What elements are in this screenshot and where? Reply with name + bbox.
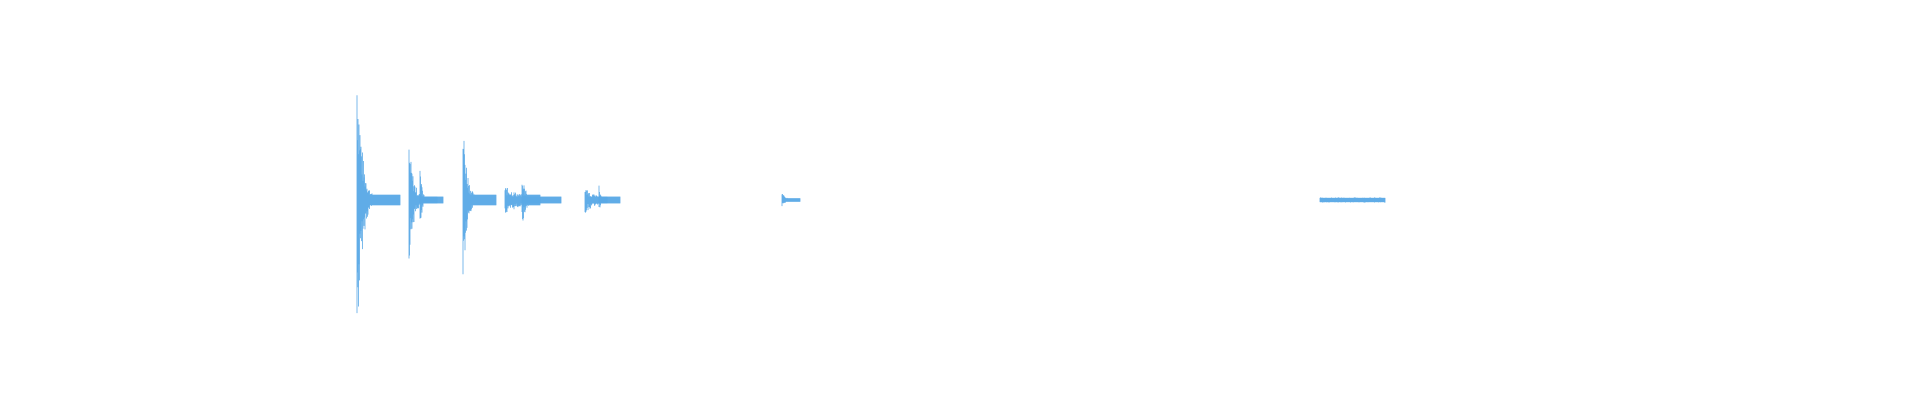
waveform-burst xyxy=(408,149,444,259)
waveform-burst xyxy=(781,194,801,207)
waveform-burst xyxy=(521,184,541,221)
waveform-burst xyxy=(462,140,497,275)
waveform-burst xyxy=(419,170,438,219)
waveform-burst xyxy=(1319,197,1386,203)
waveform-burst xyxy=(356,95,401,314)
waveform-bursts xyxy=(356,95,1386,314)
waveform-burst xyxy=(598,185,608,208)
